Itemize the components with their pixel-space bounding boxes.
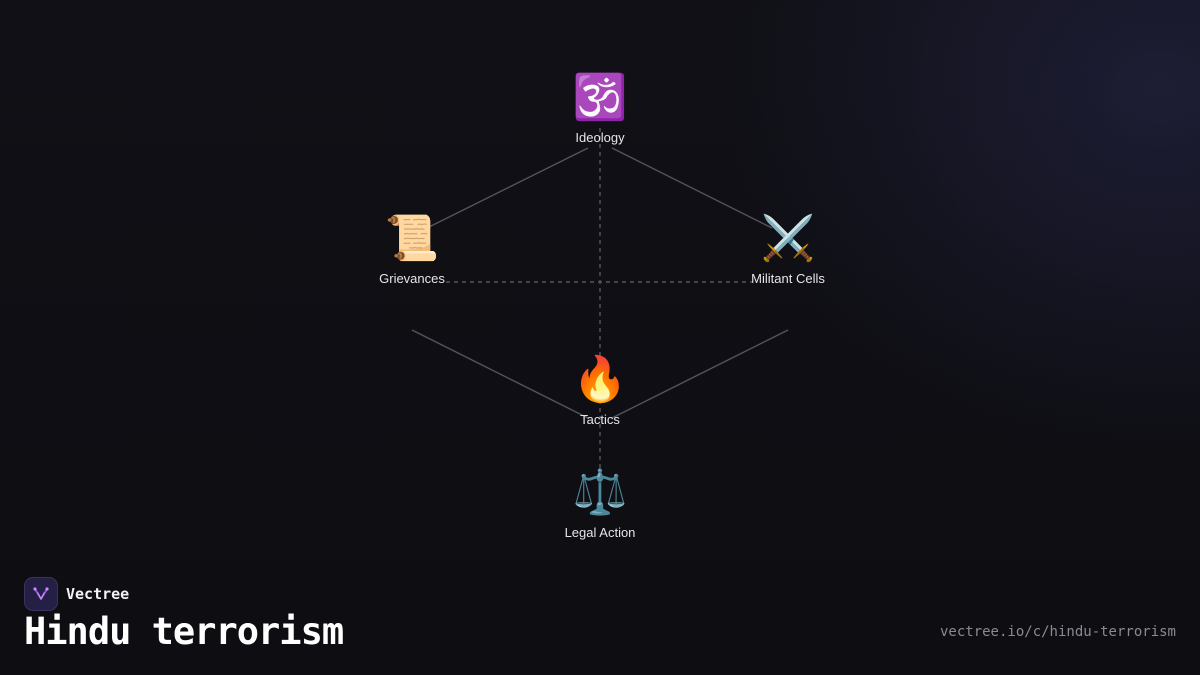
scales-icon: ⚖️ — [572, 467, 628, 518]
edge-ideology-grievances — [426, 147, 589, 229]
page-title: Hindu terrorism — [24, 610, 344, 653]
node-ideology[interactable]: 🕉️ Ideology — [520, 72, 680, 145]
fire-icon: 🔥 — [572, 354, 628, 405]
node-legal-action[interactable]: ⚖️ Legal Action — [520, 467, 680, 540]
node-label: Militant Cells — [751, 271, 825, 286]
edge-militant-tactics — [611, 329, 789, 419]
om-icon: 🕉️ — [572, 72, 628, 123]
node-grievances[interactable]: 📜 Grievances — [332, 213, 492, 286]
node-militant-cells[interactable]: ⚔️ Militant Cells — [708, 213, 868, 286]
brand[interactable]: Vectree — [24, 577, 129, 611]
edge-ideology-militant — [611, 147, 773, 229]
node-label: Legal Action — [564, 525, 636, 540]
page-url[interactable]: vectree.io/c/hindu-terrorism — [939, 624, 1176, 640]
node-label: Grievances — [379, 271, 445, 286]
edge-grievances-tactics — [411, 329, 589, 419]
node-tactics[interactable]: 🔥 Tactics — [520, 354, 680, 427]
node-label: Tactics — [580, 412, 620, 427]
scroll-icon: 📜 — [384, 213, 440, 264]
node-label: Ideology — [575, 130, 625, 145]
vectree-logo-icon — [24, 577, 58, 611]
brand-name: Vectree — [66, 585, 130, 603]
crossed-swords-icon: ⚔️ — [760, 213, 816, 264]
